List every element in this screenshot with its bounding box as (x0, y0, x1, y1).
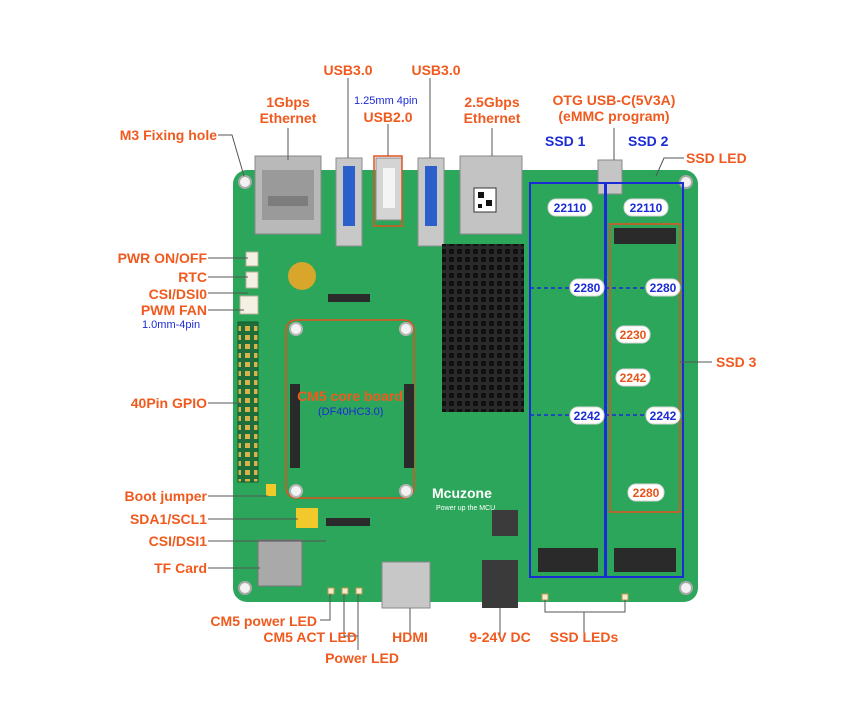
sda-scl-pins (296, 508, 318, 528)
m2-connector-1 (538, 548, 598, 572)
label-usb3-right: USB3.0 (411, 62, 461, 78)
label-usb3-left: USB3.0 (323, 62, 373, 78)
label-cm5-core: CM5 core board (297, 388, 403, 404)
ethernet-2-5g-port (459, 155, 523, 235)
label-2-5gbps: 2.5Gbps (464, 94, 520, 110)
gpio-header (237, 321, 259, 483)
bottom-leds (327, 587, 629, 601)
pill-ssd2-22110: 22110 (630, 201, 663, 215)
label-cm5-core-sub: (DF40HC3.0) (318, 406, 384, 418)
small-headers (239, 251, 259, 315)
label-40pin-gpio: 40Pin GPIO (130, 395, 207, 411)
heatsink (442, 244, 524, 412)
dc-jack (482, 560, 518, 608)
rtc-battery (288, 262, 316, 290)
label-boot-jumper: Boot jumper (124, 488, 207, 504)
csi-dsi1-connector (326, 518, 370, 526)
label-ssd-led: SSD LED (686, 150, 747, 166)
pill-ssd1-2280: 2280 (574, 281, 601, 295)
label-csi-dsi1: CSI/DSI1 (148, 533, 207, 549)
label-ssd-leds: SSD LEDs (549, 629, 619, 645)
label-ssd2: SSD 2 (628, 133, 669, 149)
cm5-connector-left (290, 384, 300, 468)
label-cm5-act-led: CM5 ACT LED (263, 629, 357, 645)
cm5-standoffs (289, 322, 413, 498)
label-cm5-power-led: CM5 power LED (210, 613, 317, 629)
board-brand: Mcuzone (432, 485, 492, 501)
inductor (492, 510, 518, 536)
label-otg-emmc: (eMMC program) (558, 108, 670, 124)
cm5-connector-right (404, 384, 414, 468)
pill-ssd2-2242: 2242 (650, 409, 677, 423)
pill-ssd3-2242: 2242 (620, 371, 647, 385)
label-rtc: RTC (178, 269, 207, 285)
label-2-5gbps-ethernet: Ethernet (463, 110, 521, 126)
hdmi-port (381, 561, 431, 609)
pill-ssd1-2242: 2242 (574, 409, 601, 423)
label-pwm-fan-sub: 1.0mm-4pin (142, 319, 201, 331)
pill-ssd3-2280: 2280 (633, 486, 660, 500)
pill-ssd2-2280: 2280 (650, 281, 677, 295)
label-hdmi: HDMI (392, 629, 428, 645)
m2-connector-2 (614, 548, 676, 572)
mounting-holes (238, 175, 693, 595)
label-sda-scl: SDA1/SCL1 (129, 511, 207, 527)
usb3-left-port (335, 157, 363, 247)
label-pwr-on-off: PWR ON/OFF (117, 250, 207, 266)
usb2-port (373, 155, 403, 227)
label-otg-usb-c: OTG USB-C(5V3A) (552, 92, 676, 108)
label-1gbps-ethernet: Ethernet (259, 110, 317, 126)
otg-usb-c (597, 159, 623, 195)
board-tagline: Power up the MCU (436, 505, 495, 512)
ssd2-area (604, 182, 684, 578)
boot-jumper-block (266, 484, 276, 496)
label-ssd3: SSD 3 (716, 354, 757, 370)
leader-lines (208, 78, 712, 650)
tf-card-slot (257, 539, 303, 587)
label-tf-card: TF Card (154, 560, 207, 576)
label-9-24v-dc: 9-24V DC (469, 629, 531, 645)
ssd3-connector (614, 228, 676, 244)
ssd3-area (609, 223, 681, 513)
usb3-right-port (417, 157, 445, 247)
label-pwm-fan: PWM FAN (140, 302, 207, 318)
label-usb2-sub: 1.25mm 4pin (354, 95, 418, 107)
pill-ssd1-22110: 22110 (554, 201, 587, 215)
label-m3-fixing-hole: M3 Fixing hole (119, 127, 217, 143)
label-csi-dsi0: CSI/DSI0 (148, 286, 207, 302)
label-power-led: Power LED (325, 650, 399, 666)
csi-dsi0-connector (328, 294, 370, 302)
ethernet-1g-port (254, 155, 322, 235)
pill-ssd3-2230: 2230 (620, 328, 647, 342)
label-usb2: USB2.0 (363, 109, 413, 125)
label-ssd1: SSD 1 (545, 133, 586, 149)
label-1gbps: 1Gbps (266, 94, 310, 110)
